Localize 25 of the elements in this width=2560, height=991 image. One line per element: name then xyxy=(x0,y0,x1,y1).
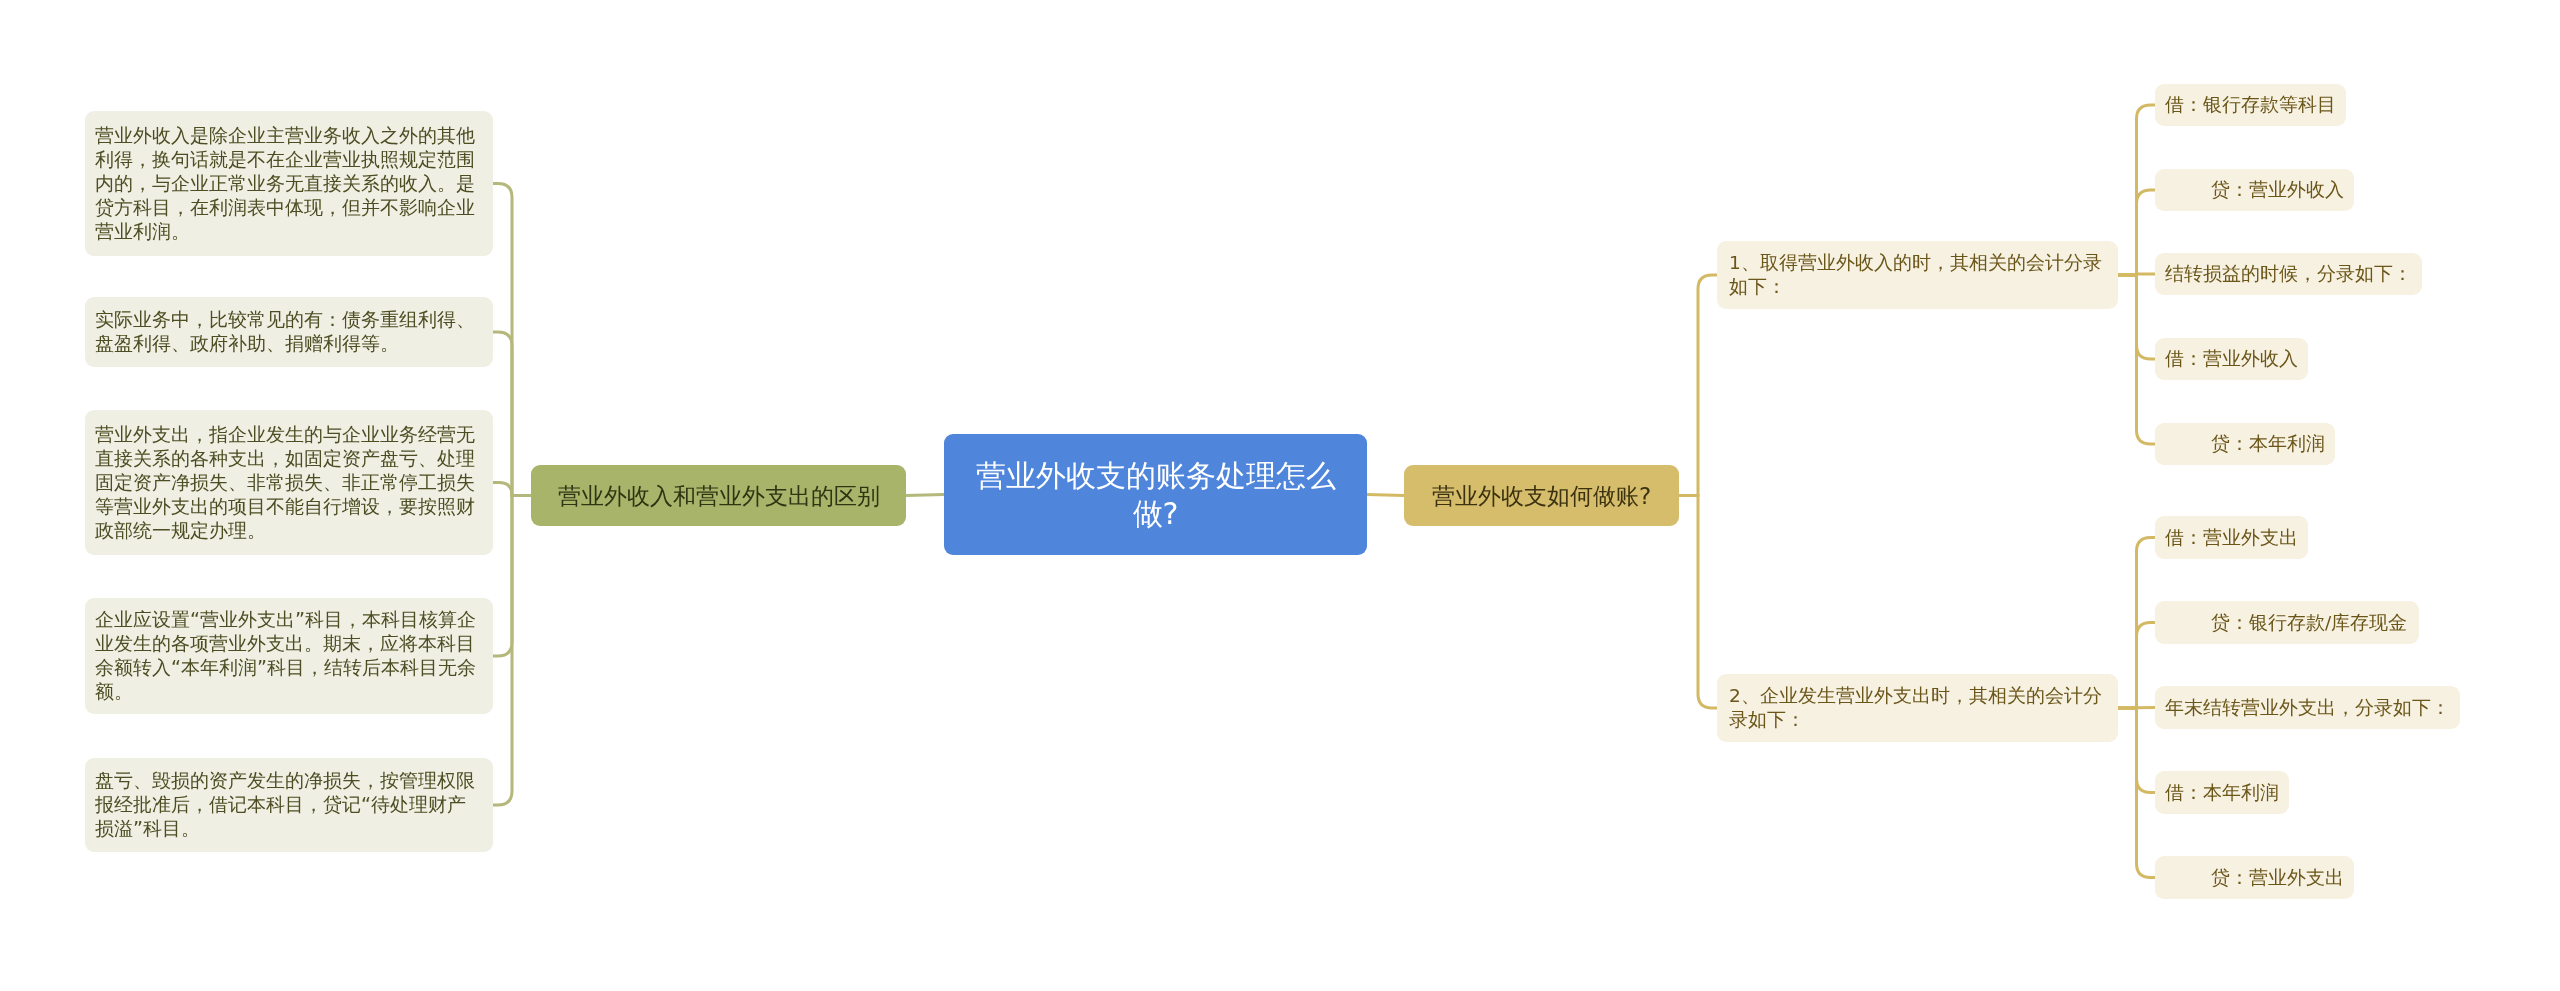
entry-box: 贷：银行存款/库存现金 xyxy=(2155,601,2419,644)
entry-box: 借：本年利润 xyxy=(2155,771,2289,814)
entry-box: 借：营业外支出 xyxy=(2155,516,2308,559)
entry-box: 贷：本年利润 xyxy=(2155,423,2335,465)
entry-box: 借：营业外收入 xyxy=(2155,338,2308,380)
connector-line xyxy=(905,493,945,497)
connector-line xyxy=(1679,494,1717,710)
central-topic-box: 营业外收支的账务处理怎么做? xyxy=(944,434,1367,555)
topic-box: 1、取得营业外收入的时，其相关的会计分录如下： xyxy=(1717,241,2118,309)
branch-box: 营业外收入和营业外支出的区别 xyxy=(531,465,906,526)
entry-box: 结转损益的时候，分录如下： xyxy=(2155,253,2422,295)
entry-box: 年末结转营业外支出，分录如下： xyxy=(2155,686,2460,729)
entry-box: 贷：营业外支出 xyxy=(2155,856,2354,899)
entry-box: 借：银行存款等科目 xyxy=(2155,84,2346,126)
connector-line xyxy=(1366,493,1405,497)
topic-box: 2、企业发生营业外支出时，其相关的会计分录如下： xyxy=(1717,674,2118,742)
note-box: 营业外支出，指企业发生的与企业业务经营无直接关系的各种支出，如固定资产盘亏、处理固定资产净损失、非常损失、非正常停工损失等营业外支出的项目不能自行增设，要按照财政部统一规定办理。 xyxy=(85,410,493,555)
note-box: 营业外收入是除企业主营业务收入之外的其他利得，换句话就是不在企业营业执照规定范围内的，与企业正常业务无直接关系的收入。是贷方科目，在利润表中体现，但并不影响企业营业利润。 xyxy=(85,111,493,256)
entry-box: 贷：营业外收入 xyxy=(2155,169,2354,211)
connector-line xyxy=(493,494,531,807)
note-box: 实际业务中，比较常见的有：债务重组利得、盘盈利得、政府补助、捐赠利得等。 xyxy=(85,297,493,367)
note-box: 企业应设置“营业外支出”科目，本科目核算企业发生的各项营业外支出。期末，应将本科目余额转入“本年利润”科目，结转后本科目无余额。 xyxy=(85,598,493,714)
branch-box: 营业外收支如何做账? xyxy=(1404,465,1679,526)
note-box: 盘亏、毁损的资产发生的净损失，按管理权限报经批准后，借记本科目，贷记“待处理财产损溢”科目。 xyxy=(85,758,493,852)
connector-line xyxy=(2117,706,2156,710)
